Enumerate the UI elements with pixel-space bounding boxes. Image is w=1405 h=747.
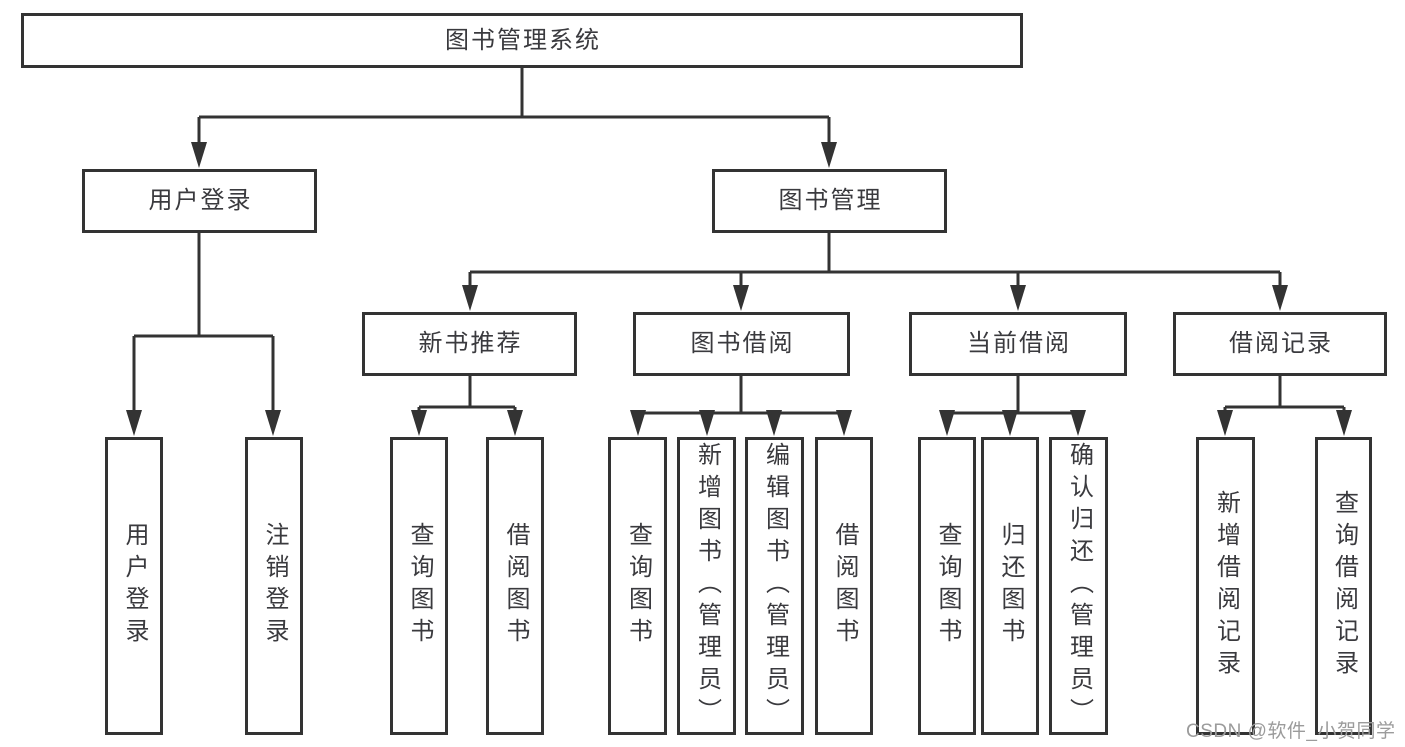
csdn-watermark: CSDN @软件_小贺同学 xyxy=(1186,721,1396,742)
node-leaf-borrow-book-borrowing: 借阅图书 xyxy=(815,437,873,735)
node-leaf-edit-book-admin: 编辑图书（管理员） xyxy=(745,437,804,735)
node-leaf-search-book-recommend: 查询图书 xyxy=(390,437,448,735)
node-leaf-edit-book-admin-label: 编辑图书（管理员） xyxy=(761,442,789,730)
node-leaf-search-book-recommend-label: 查询图书 xyxy=(406,522,433,650)
node-book-borrowing-label: 图书借阅 xyxy=(690,330,795,357)
node-leaf-confirm-return-admin-label: 确认归还（管理员） xyxy=(1065,442,1093,730)
node-leaf-search-book-current: 查询图书 xyxy=(918,437,976,735)
node-leaf-add-borrow-record-label: 新增借阅记录 xyxy=(1212,490,1240,682)
node-leaf-confirm-return-admin: 确认归还（管理员） xyxy=(1049,437,1108,735)
node-borrow-records-label: 借阅记录 xyxy=(1229,330,1333,357)
node-leaf-login: 用户登录 xyxy=(105,437,163,735)
node-leaf-return-book-label: 归还图书 xyxy=(997,522,1024,650)
node-leaf-borrow-book-recommend-label: 借阅图书 xyxy=(502,522,529,650)
node-book-management-label: 图书管理 xyxy=(778,187,883,214)
node-new-book-recommend: 新书推荐 xyxy=(362,312,577,376)
node-leaf-borrow-book-recommend: 借阅图书 xyxy=(486,437,544,735)
node-new-book-recommend-label: 新书推荐 xyxy=(418,330,523,357)
node-leaf-return-book: 归还图书 xyxy=(981,437,1039,735)
node-borrow-records: 借阅记录 xyxy=(1173,312,1387,376)
node-leaf-search-book-current-label: 查询图书 xyxy=(934,522,961,650)
node-leaf-add-book-admin-label: 新增图书（管理员） xyxy=(693,442,721,730)
node-current-borrowing-label: 当前借阅 xyxy=(967,330,1071,357)
node-leaf-add-borrow-record: 新增借阅记录 xyxy=(1196,437,1255,735)
node-current-borrowing: 当前借阅 xyxy=(909,312,1127,376)
node-leaf-borrow-book-borrowing-label: 借阅图书 xyxy=(831,522,858,650)
node-user-login: 用户登录 xyxy=(82,169,317,233)
node-leaf-login-label: 用户登录 xyxy=(121,522,148,650)
node-book-borrowing: 图书借阅 xyxy=(633,312,850,376)
node-book-management: 图书管理 xyxy=(712,169,947,233)
node-leaf-add-book-admin: 新增图书（管理员） xyxy=(677,437,736,735)
node-leaf-search-book-borrowing: 查询图书 xyxy=(608,437,667,735)
node-root-label: 图书管理系统 xyxy=(445,26,601,54)
node-leaf-search-book-borrowing-label: 查询图书 xyxy=(624,522,652,650)
node-root-system: 图书管理系统 xyxy=(21,13,1023,68)
node-leaf-logout-label: 注销登录 xyxy=(261,522,288,650)
node-leaf-search-borrow-record-label: 查询借阅记录 xyxy=(1330,490,1358,682)
node-user-login-label: 用户登录 xyxy=(148,187,253,214)
node-leaf-search-borrow-record: 查询借阅记录 xyxy=(1315,437,1372,735)
node-leaf-logout: 注销登录 xyxy=(245,437,303,735)
